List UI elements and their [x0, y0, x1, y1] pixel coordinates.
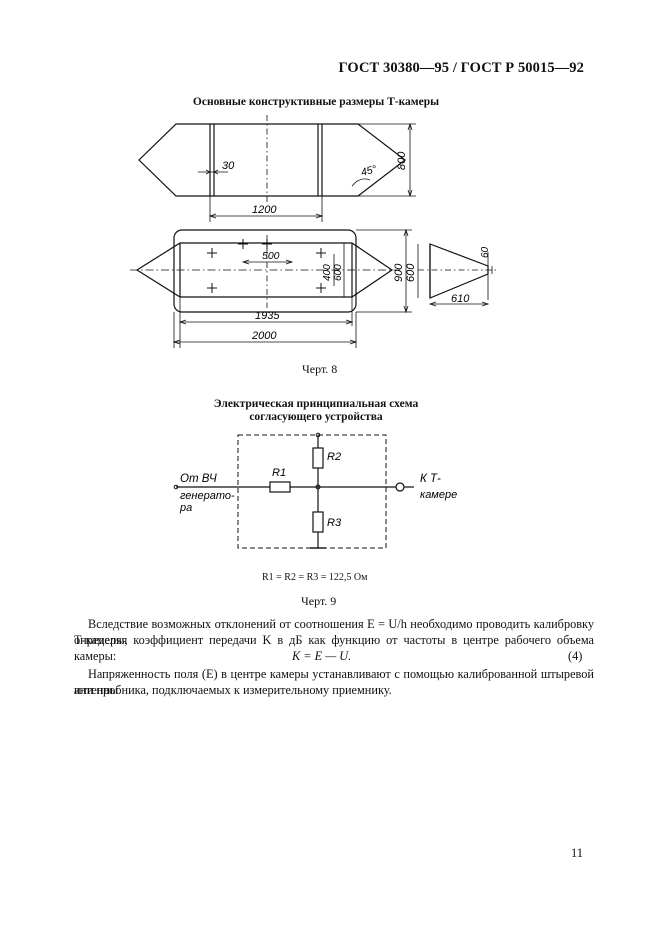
label-from-gen-3: ра [179, 502, 192, 514]
figure8-caption: Черт. 8 [302, 362, 338, 376]
dim-800: 800 [396, 151, 408, 170]
figure9-title-line2: согласующего устройства [249, 411, 383, 423]
figure8-title: Основные конструктивные размеры Т-камеры [192, 96, 440, 108]
label-to-chamber-1: К Т- [420, 473, 441, 485]
dim-2000: 2000 [251, 330, 277, 342]
label-from-gen-1: От ВЧ [180, 473, 217, 485]
figure9-title-line1: Электрическая принципиальная схема [213, 398, 419, 410]
resistor-r2 [312, 447, 324, 469]
label-to-chamber-2: камере [420, 489, 457, 501]
dim-900: 900 [393, 263, 405, 282]
para1-line1: Вследствие возможных отклонений от соотн… [74, 617, 594, 647]
dim-45: 45° [360, 163, 378, 179]
plan-frame-outer [173, 229, 357, 313]
dim-30: 30 [222, 160, 235, 172]
page-number: 11 [571, 846, 584, 860]
dim-1935: 1935 [255, 310, 280, 322]
dim-610: 610 [451, 293, 470, 305]
device-enclosure [237, 434, 387, 549]
label-r1: R1 [272, 467, 286, 479]
plan-marks [207, 239, 326, 293]
label-r3: R3 [327, 517, 342, 529]
dim-60: 60 [480, 246, 491, 258]
figure9-formula: R1 = R2 = R3 = 122,5 Ом [262, 572, 368, 583]
label-r2: R2 [327, 451, 341, 463]
dim-400: 400 [322, 264, 333, 281]
para2-line1: Напряженность поля (E) в центре камеры у… [74, 667, 594, 697]
dim-1200: 1200 [252, 204, 277, 216]
figure9-circuit: От ВЧ генерато- ра К Т- камере R1 R2 R3 [173, 432, 457, 549]
output-terminal [395, 482, 405, 492]
resistor-r1 [269, 481, 291, 493]
para1-line2: определяя коэффициент передачи K в дБ ка… [74, 633, 594, 663]
equation: K = E — U. [292, 649, 352, 663]
dim-600-inner: 600 [333, 264, 344, 281]
para2-line2: или пробника, подключаемых к измерительн… [74, 683, 392, 697]
equation-number: (4) [568, 649, 583, 663]
dim-600-end: 600 [405, 263, 417, 282]
chamber-side-outline [138, 123, 406, 197]
resistor-r3 [312, 511, 324, 533]
figure9-caption: Черт. 9 [301, 594, 337, 608]
figure8-drawing: 30 45° 800 1200 500 400 600 900 600 60 6… [130, 115, 498, 348]
dim-500: 500 [262, 250, 280, 262]
label-from-gen-2: генерато- [180, 490, 235, 502]
standard-header: ГОСТ 30380—95 / ГОСТ Р 50015—92 [338, 60, 584, 76]
